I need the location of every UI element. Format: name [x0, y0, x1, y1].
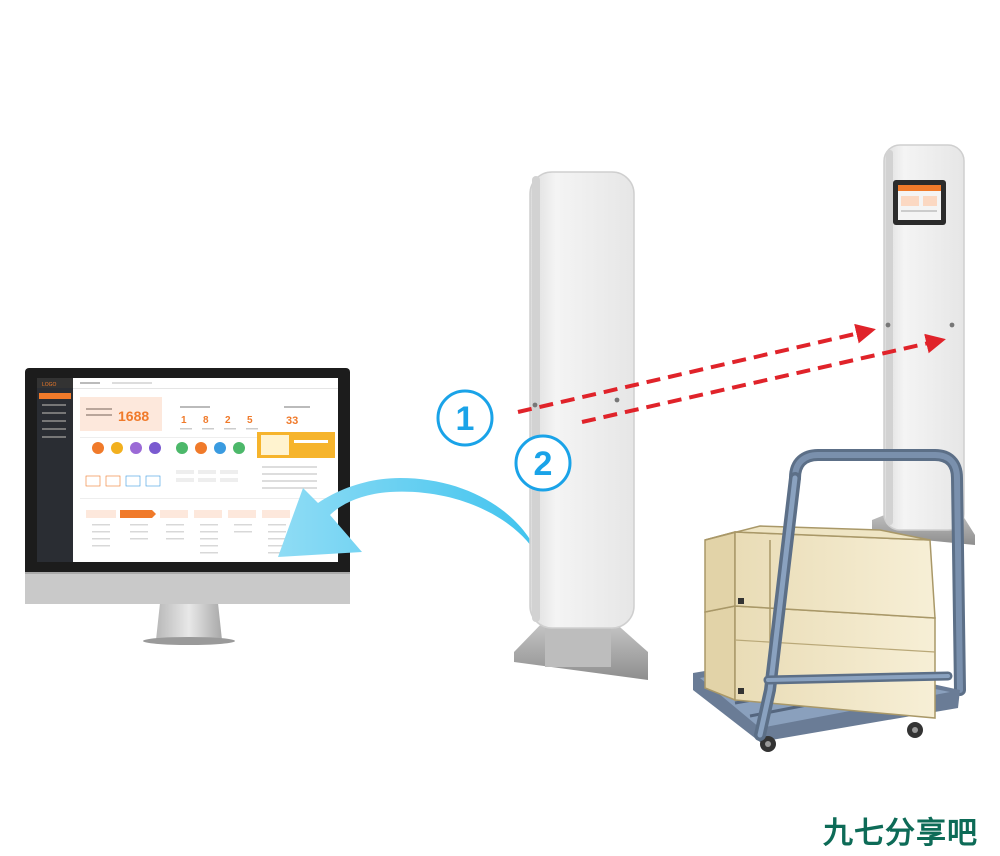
svg-text:LOGO: LOGO — [42, 382, 57, 388]
box-icon — [704, 525, 936, 719]
step-marker-2: 2 — [514, 434, 572, 492]
dashboard-stat-4: 5 — [247, 415, 253, 426]
rfid-gate-reader-screen-icon — [893, 180, 946, 225]
step-marker-1-label: 1 — [456, 400, 475, 438]
dashboard-big-stat: 33 — [286, 415, 298, 427]
step-marker-2-label: 2 — [534, 445, 553, 483]
dashboard-stat-3: 2 — [225, 415, 231, 426]
cargo-trolley-icon — [693, 449, 966, 752]
data-upload-arrow — [278, 478, 540, 560]
watermark: 九七分享吧 — [823, 816, 978, 851]
step-marker-1: 1 — [436, 389, 494, 447]
detection-arrow-1 — [517, 323, 876, 414]
detection-arrow-2 — [581, 333, 946, 424]
dashboard-stat-1: 1 — [181, 415, 187, 426]
dashboard-stat-2: 8 — [203, 415, 209, 426]
rfid-gate-antenna-icon — [514, 171, 648, 680]
dashboard-big-number: 1688 — [118, 408, 149, 424]
